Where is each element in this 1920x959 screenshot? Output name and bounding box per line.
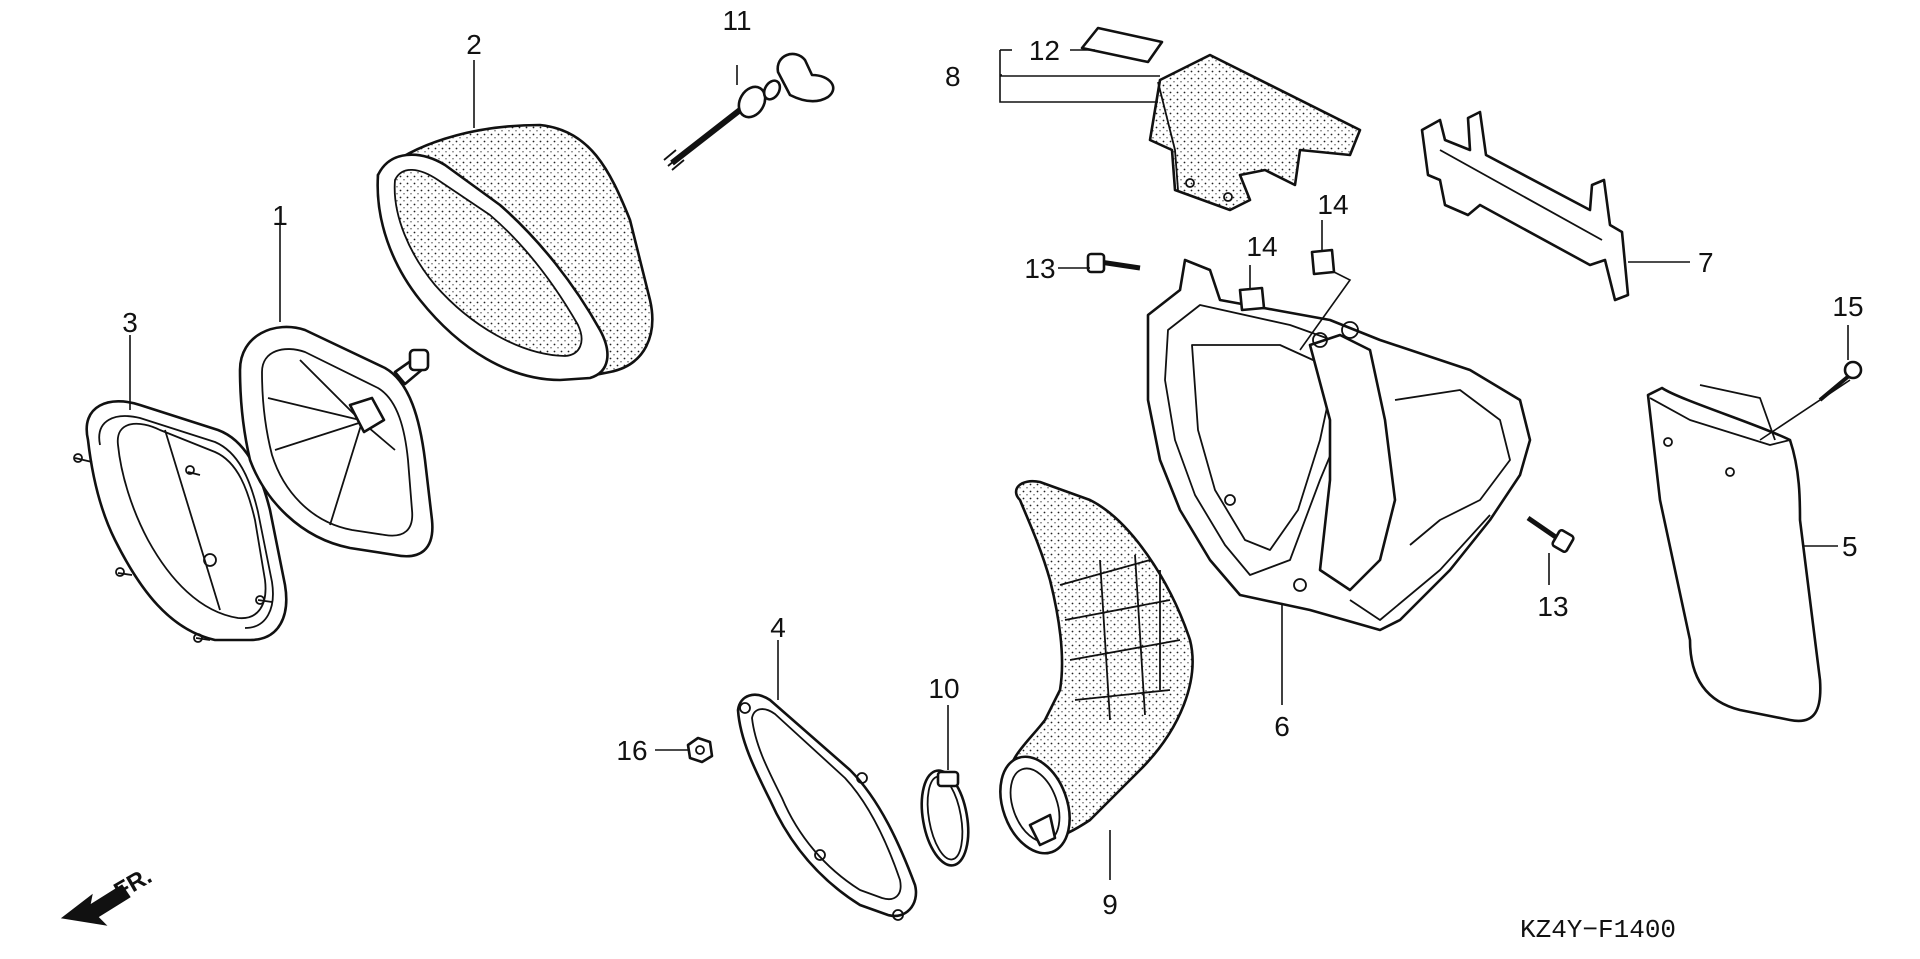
part-8-cover <box>1148 53 1362 212</box>
callout-16: 16 <box>616 735 647 766</box>
callout-9: 9 <box>1102 889 1118 920</box>
callout-1: 1 <box>272 200 288 231</box>
callout-15: 15 <box>1832 291 1863 322</box>
callout-2: 2 <box>466 29 482 60</box>
callout-8: 8 <box>945 61 961 92</box>
callout-13-upper: 13 <box>1024 253 1055 284</box>
part-14-grommet-right <box>1310 248 1336 276</box>
callout-5: 5 <box>1842 531 1858 562</box>
part-14-grommet-left <box>1238 286 1266 312</box>
callout-10: 10 <box>928 673 959 704</box>
callout-14-left: 14 <box>1246 231 1277 262</box>
part-1-element-holder <box>238 325 434 558</box>
part-15-screw <box>1818 360 1863 402</box>
part-5-rear-cover <box>1646 384 1822 723</box>
part-13-bolt-lower <box>1526 515 1575 553</box>
leader-lines <box>129 49 1851 880</box>
callout-6: 6 <box>1274 711 1290 742</box>
callout-12: 12 <box>1029 35 1060 66</box>
part-3-holder-plate <box>73 400 288 643</box>
part-16-nut <box>686 736 714 764</box>
part-7-case-stay <box>1420 110 1630 302</box>
diagram-code: KZ4Y−F1400 <box>1520 915 1676 945</box>
part-10-tube-band <box>920 769 970 867</box>
front-direction-arrow: FR. <box>60 862 156 926</box>
callout-labels: 1 2 3 4 5 6 7 8 9 10 11 12 13 13 14 14 1… <box>122 5 1863 920</box>
part-13-bolt-upper <box>1086 252 1141 274</box>
callout-14-right: 14 <box>1317 189 1348 220</box>
arrow-left-icon <box>60 884 131 926</box>
callout-7: 7 <box>1698 247 1714 278</box>
part-9-connecting-tube <box>999 479 1194 855</box>
callout-13-lower: 13 <box>1537 591 1568 622</box>
part-12-label <box>1080 26 1164 64</box>
part-11-wing-bolt <box>663 52 835 171</box>
part-2-air-cleaner-element <box>376 123 654 382</box>
callout-11: 11 <box>722 5 751 36</box>
part-4-gasket <box>736 693 918 921</box>
callout-4: 4 <box>770 612 786 643</box>
callout-3: 3 <box>122 307 138 338</box>
part-6-case <box>1146 258 1532 632</box>
